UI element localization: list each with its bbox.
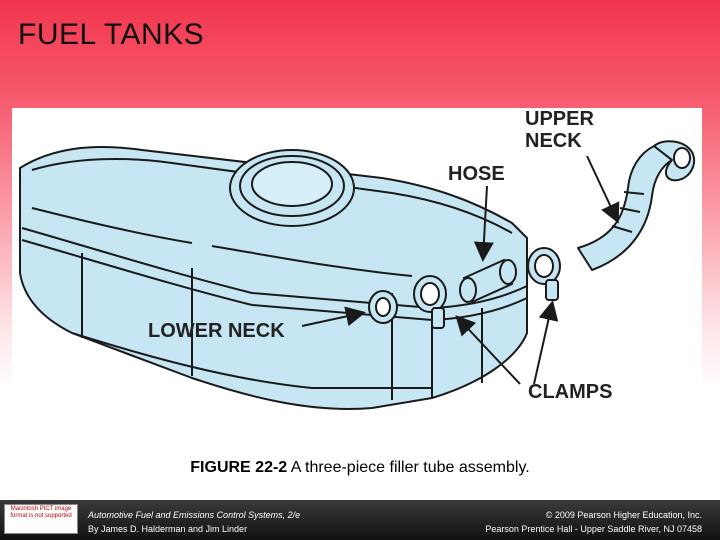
figure-caption-text: A three-piece filler tube assembly. xyxy=(287,459,530,476)
lower-neck-label: LOWER NECK xyxy=(148,320,285,342)
hose-label: HOSE xyxy=(448,163,505,185)
lower-neck xyxy=(368,290,398,324)
upper-neck xyxy=(577,140,696,271)
filler-tube-figure: UPPER NECK HOSE LOWER NECK CLAMPS xyxy=(12,108,702,456)
hose xyxy=(459,258,517,304)
footer-copyright-line: © 2009 Pearson Higher Education, Inc. xyxy=(545,510,702,520)
clamps-label: CLAMPS xyxy=(528,381,613,403)
fuel-tank-illustration xyxy=(19,140,696,410)
unsupported-image-badge: Macintosh PICT image format is not suppo… xyxy=(4,504,78,534)
figure-caption: FIGURE 22-2 A three-piece filler tube as… xyxy=(0,459,720,477)
fuel-tank-body xyxy=(19,146,528,410)
footer-copyright: © 2009 Pearson Higher Education, Inc. Pe… xyxy=(485,508,702,536)
footer-book-info: Automotive Fuel and Emissions Control Sy… xyxy=(88,508,300,536)
footer-publisher: Pearson Prentice Hall - Upper Saddle Riv… xyxy=(485,524,702,534)
upper-neck-label: UPPER NECK xyxy=(525,108,594,152)
figure-number: FIGURE 22-2 xyxy=(190,459,288,476)
callout-arrows xyxy=(301,155,620,385)
upper-neck-label-line1: UPPER xyxy=(525,108,594,130)
slide-title: FUEL TANKS xyxy=(18,18,205,51)
upper-neck-label-line2: NECK xyxy=(525,130,582,152)
clamp-lower xyxy=(413,275,447,329)
footer-bar: Macintosh PICT image format is not suppo… xyxy=(0,500,720,540)
footer-authors: By James D. Halderman and Jim Linder xyxy=(88,524,248,534)
footer-book-title: Automotive Fuel and Emissions Control Sy… xyxy=(88,510,301,520)
clamp-upper xyxy=(527,247,561,301)
